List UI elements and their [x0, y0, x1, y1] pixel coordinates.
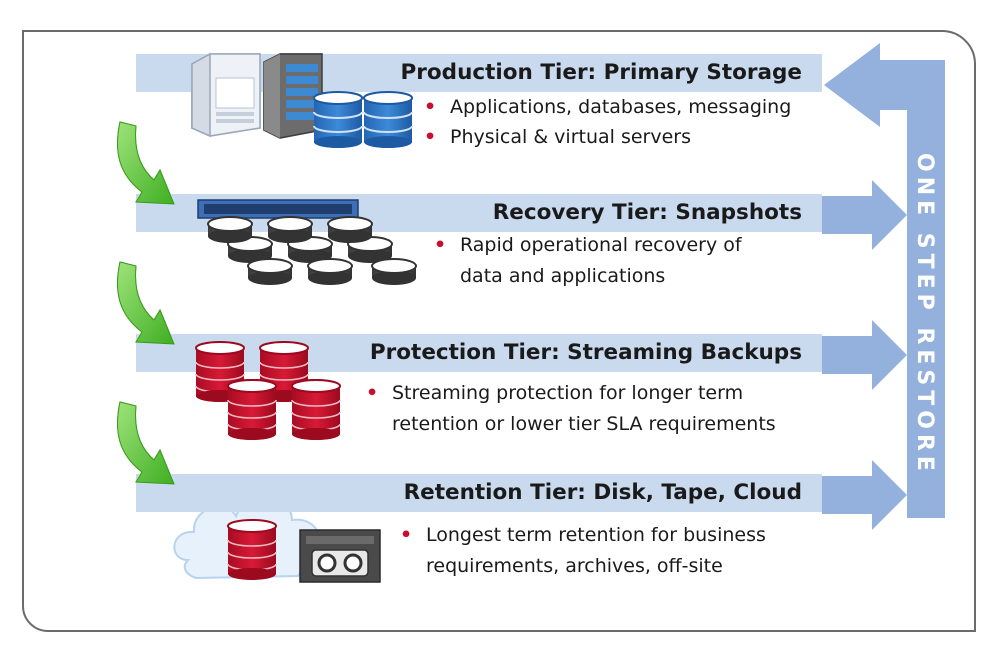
one-step-restore-label: ONE STEP RESTORE	[912, 152, 937, 476]
bullet-dot-icon: •	[424, 126, 437, 148]
flow-arrow-icon	[117, 261, 175, 345]
bullet-dot-icon: •	[366, 382, 379, 404]
bullet-item: • Physical & virtual servers	[424, 122, 830, 153]
bullet-item: • Applications, databases, messaging	[424, 92, 830, 123]
recovery-tier-title: Recovery Tier: Snapshots	[492, 200, 802, 225]
retention-disk-icon	[227, 519, 277, 581]
vm-label: VM	[222, 85, 250, 103]
diagram-frame	[22, 30, 976, 632]
retention-tier-band	[136, 474, 822, 512]
protection-tier-band	[136, 334, 822, 372]
bullet-item: • Streaming protection for longer term r…	[366, 378, 812, 440]
bullet-dot-icon: •	[424, 96, 437, 118]
bullet-item: • Longest term retention for business re…	[400, 520, 816, 582]
flow-arrow-icon	[117, 121, 175, 205]
one-step-restore-arrow	[822, 43, 945, 530]
tape-drive-icon	[299, 529, 381, 583]
protection-tier-title: Protection Tier: Streaming Backups	[369, 340, 802, 365]
flow-arrow-icon	[117, 401, 175, 485]
bullet-dot-icon: •	[400, 524, 413, 546]
primary-storage-disks-icon	[313, 91, 413, 149]
bullet-dot-icon: •	[434, 234, 447, 256]
bullet-item: • Rapid operational recovery of data and…	[434, 230, 780, 292]
production-tier-title: Production Tier: Primary Storage	[400, 60, 802, 85]
retention-tier-title: Retention Tier: Disk, Tape, Cloud	[403, 480, 802, 505]
